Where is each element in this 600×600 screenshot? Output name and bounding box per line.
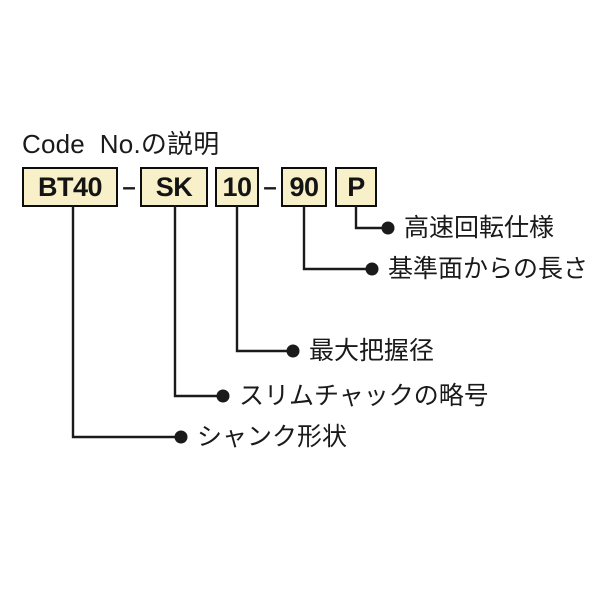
callout-label-shank-shape: シャンク形状 [197,423,348,451]
leader-dot-slim-chuck-abbreviation [216,389,230,403]
code-box-sk: SK [140,167,208,207]
leader-dot-shank-shape [174,430,188,444]
callout-label-length-from-datum: 基準面からの長さ [388,255,589,283]
code-box-90: 90 [281,167,327,207]
code-separator-1: – [122,174,136,201]
leader-dot-max-gripping-diameter [286,344,300,358]
callout-label-slim-chuck-abbreviation: スリムチャックの略号 [239,382,489,410]
leader-dot-length-from-datum [365,262,379,276]
code-box-p: P [335,167,377,207]
leader-line-length-from-datum [302,205,374,271]
code-separator-4: – [263,174,277,201]
callout-label-high-speed-spec: 高速回転仕様 [404,214,555,242]
page-title: Code No.の説明 [22,129,220,159]
callout-label-max-gripping-diameter: 最大把握径 [309,337,435,365]
code-box-10: 10 [215,167,259,207]
leader-dot-high-speed-spec [381,221,395,235]
leader-line-high-speed-spec [354,205,390,230]
leader-line-max-gripping-diameter [235,205,295,353]
leader-line-shank-shape [71,205,183,439]
leader-line-slim-chuck-abbreviation [173,205,225,398]
code-box-bt40: BT40 [22,167,118,207]
